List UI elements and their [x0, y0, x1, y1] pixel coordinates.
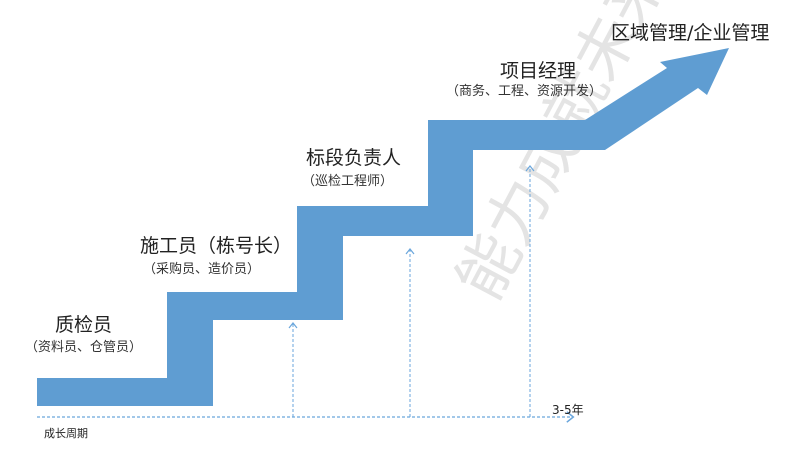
stage-4-title: 项目经理	[500, 60, 577, 82]
stage-3-subtitle: （巡检工程师）	[302, 174, 394, 189]
stage-2-title: 施工员（栋号长）	[140, 235, 293, 257]
axis-end-label: 3-5年	[552, 403, 584, 417]
stage-4-subtitle: （商务、工程、资源开发）	[446, 84, 603, 99]
stage-3-title: 标段负责人	[306, 147, 402, 169]
staircase-arrow	[37, 48, 729, 406]
stage-1-subtitle: （资料员、仓管员）	[25, 340, 143, 355]
axis-label: 成长周期	[44, 427, 88, 440]
stage-1-title: 质检员	[55, 314, 113, 336]
stage-2-subtitle: （采购员、造价员）	[143, 262, 261, 277]
stage-5-title: 区域管理/企业管理	[611, 22, 770, 44]
